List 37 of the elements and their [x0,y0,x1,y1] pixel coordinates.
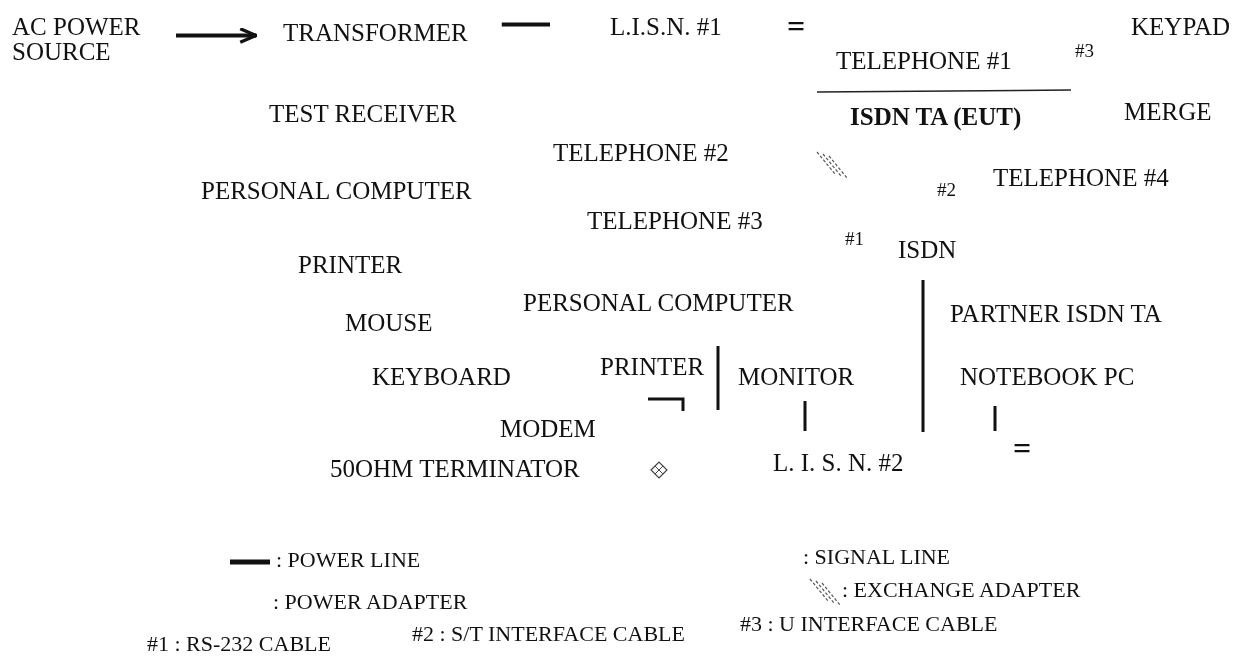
node-label: L.I.S.N. #1 [610,14,722,39]
power-adapter-symbol: = [1013,432,1032,466]
legend-note: #2 : S/T INTERFACE CABLE [412,622,685,646]
device-label: TEST RECEIVER [269,101,457,128]
device-label: MODEM [500,416,596,443]
device-label: PRINTER [298,252,403,279]
callout-number: #2 [937,180,956,200]
device-label: TELEPHONE #4 [993,165,1169,192]
device-label: NOTEBOOK PC [960,364,1135,391]
callout-number: #1 [845,229,864,249]
device-label: ISDN [898,237,957,264]
legend-note: #3 : U INTERFACE CABLE [740,612,998,636]
device-label: MONITOR [738,364,855,391]
device-label: 50OHM TERMINATOR [330,456,580,483]
device-label: PERSONAL COMPUTER [201,178,472,205]
device-label: KEYPAD [1131,14,1231,41]
device-label: PERSONAL COMPUTER [523,290,794,317]
node-label: TRANSFORMER [283,20,468,45]
device-label: TELEPHONE #3 [587,208,763,235]
device-label: ISDN TA (EUT) [850,104,1022,131]
device-label: TELEPHONE #1 [836,48,1012,75]
legend-text: : POWER ADAPTER [273,590,468,614]
device-label: KEYBOARD [372,364,511,391]
callout-number: #3 [1075,41,1094,61]
legend-text: : EXCHANGE ADAPTER [842,578,1081,602]
legend-note: #1 : RS-232 CABLE [147,632,331,656]
node-label: AC POWER SOURCE [12,14,162,64]
device-label: TELEPHONE #2 [553,140,729,167]
power-adapter-symbol: = [787,10,806,44]
device-label: MOUSE [345,310,433,337]
device-label: PARTNER ISDN TA [950,301,1162,328]
device-label: PRINTER [600,354,705,381]
device-label: L. I. S. N. #2 [773,450,904,477]
legend-text: : SIGNAL LINE [803,545,951,569]
arrow [176,27,258,44]
device-label: MERGE [1124,99,1212,126]
legend-text: : POWER LINE [276,548,421,572]
